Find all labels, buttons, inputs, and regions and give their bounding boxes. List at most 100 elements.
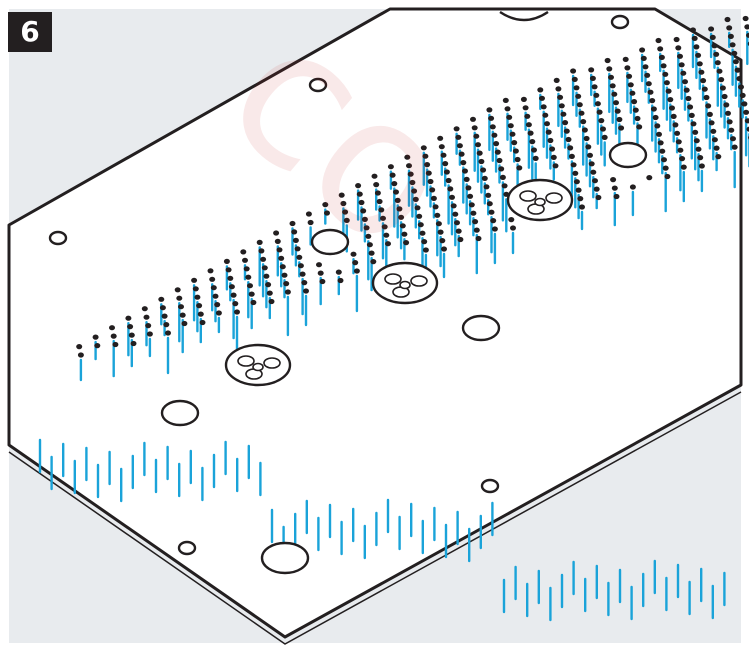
- nozzle-hole: [163, 322, 170, 328]
- nozzle-hole: [665, 88, 672, 94]
- nozzle-hole: [109, 325, 115, 331]
- nozzle-hole: [496, 157, 503, 164]
- nozzle-hole: [721, 93, 728, 100]
- nozzle-hole: [501, 183, 508, 189]
- nozzle-hole: [663, 80, 670, 86]
- nozzle-hole: [317, 270, 324, 276]
- nozzle-hole: [130, 340, 137, 347]
- nozzle-hole: [529, 139, 536, 145]
- nozzle-hole: [540, 104, 547, 110]
- nozzle-hole: [631, 99, 638, 105]
- nozzle-hole: [467, 193, 474, 199]
- nozzle-hole: [658, 54, 665, 61]
- nozzle-hole: [489, 124, 496, 130]
- nozzle-hole: [178, 304, 184, 310]
- nozzle-hole: [440, 152, 447, 158]
- nozzle-hole: [549, 146, 556, 152]
- nozzle-hole: [687, 104, 694, 110]
- nozzle-hole: [604, 57, 611, 64]
- center-hole: [160, 399, 200, 427]
- nozzle-hole: [416, 213, 423, 219]
- nozzle-hole: [715, 154, 722, 160]
- nozzle-hole: [391, 181, 398, 187]
- fixing-hole: [610, 14, 630, 30]
- nozzle-hole: [705, 103, 712, 109]
- nozzle-hole: [77, 352, 84, 358]
- nozzle-hole: [746, 126, 749, 132]
- nozzle-hole: [573, 179, 580, 185]
- nozzle-hole: [504, 106, 511, 112]
- nozzle-hole: [659, 148, 666, 154]
- nozzle-hole: [475, 235, 482, 242]
- nozzle-hole: [581, 127, 588, 133]
- nozzle-hole: [640, 55, 647, 62]
- shower-nozzle-icon: [371, 261, 439, 305]
- nozzle-hole: [531, 147, 537, 153]
- nozzle-hole: [646, 175, 653, 181]
- nozzle-hole: [387, 164, 394, 170]
- panel-edge: [8, 391, 742, 645]
- nozzle-hole: [542, 112, 549, 118]
- nozzle-hole: [524, 113, 531, 119]
- nozzle-hole: [695, 52, 702, 58]
- nozzle-hole: [494, 149, 501, 155]
- nozzle-hole: [558, 103, 565, 109]
- nozzle-hole: [429, 187, 436, 193]
- nozzle-hole: [724, 16, 731, 23]
- nozzle-hole: [728, 127, 735, 133]
- nozzle-hole: [478, 158, 485, 165]
- nozzle-hole: [441, 246, 447, 252]
- nozzle-hole: [437, 229, 444, 235]
- nozzle-hole: [570, 162, 577, 168]
- nozzle-hole: [734, 67, 741, 73]
- nozzle-hole: [744, 24, 749, 30]
- nozzle-hole: [438, 144, 445, 150]
- nozzle-hole: [420, 145, 427, 151]
- nozzle-hole: [738, 84, 744, 90]
- nozzle-hole: [609, 83, 616, 89]
- fixing-hole: [177, 540, 197, 556]
- nozzle-hole: [197, 311, 204, 317]
- nozzle-hole: [568, 153, 575, 159]
- fixing-hole: [48, 230, 68, 246]
- nozzle-hole: [228, 284, 235, 290]
- nozzle-hole: [250, 299, 257, 306]
- nozzle-hole: [453, 126, 460, 132]
- nozzle-hole: [380, 215, 386, 221]
- nozzle-hole: [419, 230, 426, 236]
- nozzle-hole: [693, 138, 700, 144]
- nozzle-hole: [509, 131, 516, 137]
- nozzle-hole: [76, 344, 83, 350]
- nozzle-hole: [462, 168, 468, 174]
- nozzle-hole: [703, 94, 710, 101]
- nozzle-hole: [263, 273, 270, 279]
- nozzle-hole: [468, 202, 475, 208]
- nozzle-hole: [644, 72, 651, 78]
- nozzle-hole: [449, 194, 455, 200]
- nozzle-hole: [366, 242, 373, 248]
- nozzle-hole: [232, 301, 239, 307]
- nozzle-hole: [544, 121, 550, 127]
- nozzle-hole: [355, 183, 362, 189]
- nozzle-hole: [141, 306, 148, 312]
- nozzle-hole: [598, 118, 605, 124]
- nozzle-hole: [460, 160, 467, 166]
- nozzle-hole: [399, 223, 406, 229]
- nozzle-hole: [486, 201, 493, 207]
- nozzle-hole: [716, 68, 723, 74]
- nozzle-hole: [242, 257, 248, 263]
- nozzle-hole: [243, 266, 250, 272]
- nozzle-hole: [667, 97, 674, 103]
- nozzle-hole: [537, 87, 544, 93]
- nozzle-hole: [94, 343, 101, 349]
- nozzle-hole: [647, 89, 654, 95]
- nozzle-hole: [447, 186, 454, 192]
- nozzle-hole: [514, 156, 521, 163]
- nozzle-hole: [258, 248, 265, 254]
- nozzle-hole: [458, 151, 465, 157]
- nozzle-hole: [642, 64, 649, 70]
- nozzle-hole: [718, 77, 725, 83]
- nozzle-hole: [664, 173, 671, 180]
- nozzle-hole: [675, 139, 682, 145]
- nozzle-hole: [613, 100, 619, 106]
